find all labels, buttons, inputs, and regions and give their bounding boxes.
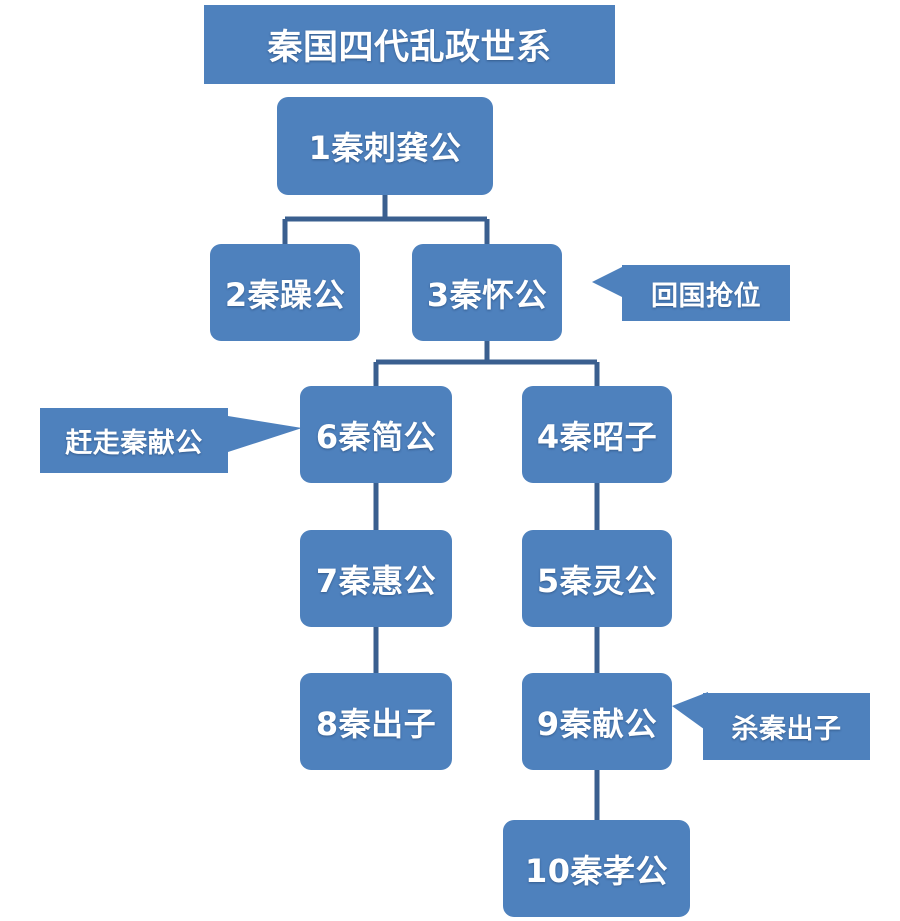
node-2-qin-zaogong[interactable]: 2秦躁公: [210, 244, 360, 341]
node-5-qin-linggong[interactable]: 5秦灵公: [522, 530, 672, 627]
node-4-qin-zhaozi[interactable]: 4秦昭子: [522, 386, 672, 483]
callout-return-seize-throne[interactable]: 回国抢位: [592, 260, 792, 324]
callout-label: 赶走秦献公: [40, 408, 228, 473]
node-7-qin-huigong[interactable]: 7秦惠公: [300, 530, 452, 627]
callout-arrow-left-icon: [672, 692, 708, 732]
node-1-qin-ligong[interactable]: 1秦刺龚公: [277, 97, 493, 195]
callout-arrow-right-icon: [228, 416, 302, 452]
callout-expel-qin-xiangong[interactable]: 赶走秦献公: [40, 404, 302, 476]
callout-label: 回国抢位: [622, 265, 790, 321]
callout-label: 杀秦出子: [703, 693, 870, 760]
node-9-qin-xiangong[interactable]: 9秦献公: [522, 673, 672, 770]
diagram-title: 秦国四代乱政世系: [204, 5, 615, 84]
callout-kill-qin-chuzi[interactable]: 杀秦出子: [672, 688, 870, 764]
callout-arrow-left-icon: [592, 266, 624, 298]
node-6-qin-jiangong[interactable]: 6秦简公: [300, 386, 452, 483]
node-3-qin-huaigong[interactable]: 3秦怀公: [412, 244, 562, 341]
node-8-qin-chuzi[interactable]: 8秦出子: [300, 673, 452, 770]
node-10-qin-xiaogong[interactable]: 10秦孝公: [503, 820, 690, 917]
